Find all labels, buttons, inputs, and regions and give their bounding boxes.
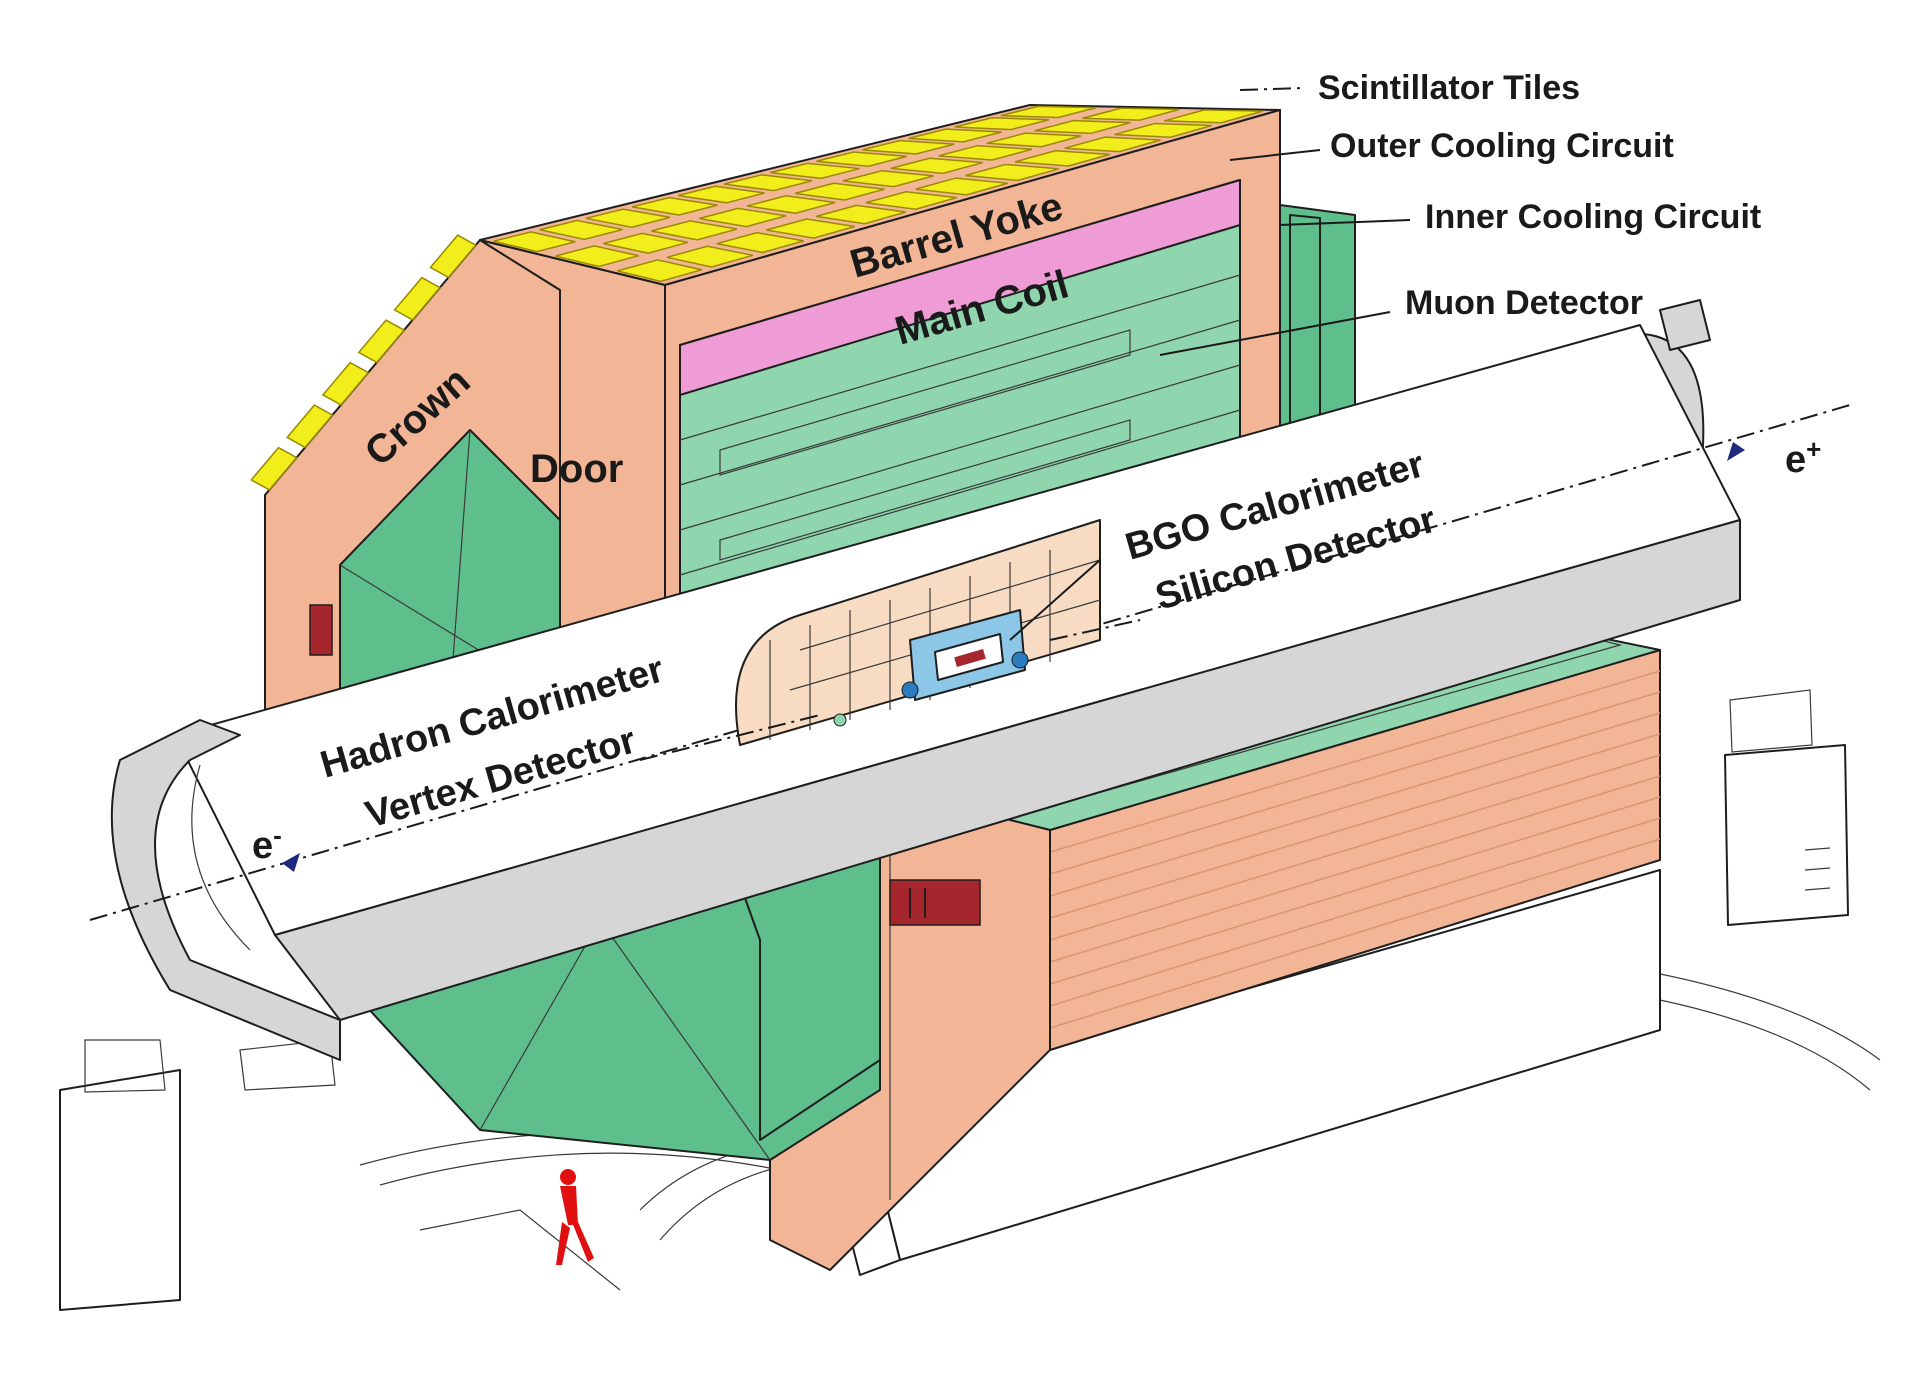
scintillator-tile xyxy=(716,231,804,254)
scintillator-tile xyxy=(603,232,688,254)
label-door: Door xyxy=(530,447,623,491)
scintillator-tile xyxy=(794,182,885,201)
beam-pipe-underside xyxy=(274,519,1741,1021)
label-muon-detector: Muon Detector xyxy=(1405,284,1643,322)
scintillator-tile xyxy=(1014,150,1110,167)
yoke-plate-stripe xyxy=(1049,775,1661,963)
beam-direction-arrow-icon xyxy=(1727,442,1745,461)
scintillator-tile xyxy=(285,404,334,449)
yoke-plate-stripe xyxy=(1049,691,1661,875)
scintillator-tile xyxy=(357,319,406,364)
yoke-plate-stripe xyxy=(1049,817,1661,1007)
upper-yoke-assembly xyxy=(264,104,1356,721)
scintillator-tile xyxy=(699,207,787,228)
scintillator-tile xyxy=(816,151,908,167)
yoke-plate-stripe xyxy=(1049,712,1661,897)
yoke-plate-stripe xyxy=(1049,733,1661,919)
scintillator-tile xyxy=(1164,109,1263,124)
label-inner-cooling-circuit: Inner Cooling Circuit xyxy=(1425,198,1761,236)
scintillator-tile xyxy=(1082,107,1180,121)
scintillator-tile xyxy=(1064,136,1161,153)
scintillator-tile xyxy=(1114,122,1212,138)
scintillator-tile xyxy=(321,361,370,406)
scintillator-tile xyxy=(865,190,957,211)
scintillator-tile xyxy=(908,128,1002,143)
scintillator-tile xyxy=(770,162,860,180)
scintillator-tile xyxy=(986,132,1082,148)
label-scintillator-tiles: Scintillator Tiles xyxy=(1318,69,1580,107)
scintillator-tile xyxy=(766,218,855,239)
leader-lines xyxy=(639,87,1411,761)
person-figure-icon xyxy=(556,1169,594,1265)
scintillator-tiles xyxy=(250,105,1263,491)
scintillator-tile xyxy=(393,276,442,321)
yoke-plate-stripe xyxy=(1049,670,1661,853)
scintillator-tile xyxy=(666,245,754,268)
floor-structure xyxy=(59,689,1881,1311)
scintillator-tile xyxy=(617,259,703,283)
scintillator-tile xyxy=(842,169,934,188)
scintillator-tile xyxy=(915,177,1008,196)
beam-direction-arrow-icon xyxy=(282,853,300,872)
yoke-plate-stripe xyxy=(1049,838,1661,1029)
crown-marker xyxy=(309,604,333,656)
left-support-ring xyxy=(110,719,341,1061)
central-calorimeter xyxy=(735,519,1101,746)
vertex-detector-core xyxy=(954,649,986,667)
scintillator-tile xyxy=(585,208,671,228)
label-positron-beam: e+ xyxy=(1785,434,1821,481)
scintillator-tile xyxy=(965,163,1059,182)
yoke-plate-stripe xyxy=(1049,796,1661,985)
scintillator-tile xyxy=(1000,105,1097,119)
label-electron-beam: e- xyxy=(252,820,282,867)
scintillator-tile xyxy=(1034,119,1131,135)
hadron-calorimeter-section xyxy=(735,519,1101,746)
scintillator-tile xyxy=(724,174,813,192)
scintillator-tile xyxy=(746,195,836,215)
lower-marker xyxy=(889,879,981,926)
scintillator-tile xyxy=(250,446,298,491)
scintillator-tile xyxy=(862,139,955,155)
scintillator-tile xyxy=(816,204,906,225)
label-outer-cooling-circuit: Outer Cooling Circuit xyxy=(1330,127,1674,165)
yoke-plate-stripe xyxy=(1049,754,1661,941)
scintillator-tile xyxy=(539,219,623,241)
scintillator-tile xyxy=(890,157,983,175)
scintillator-tile xyxy=(493,231,576,253)
scintillator-tile xyxy=(555,245,639,268)
left-support-pedestal xyxy=(59,1069,181,1311)
scintillator-tile xyxy=(938,144,1033,161)
main-coil-band xyxy=(679,179,1241,396)
scintillator-tile xyxy=(651,220,738,241)
scintillator-tile xyxy=(631,196,718,216)
scintillator-tile xyxy=(954,117,1050,131)
scintillator-tile xyxy=(429,234,477,279)
scintillator-tile xyxy=(677,185,765,204)
right-support-pedestal xyxy=(1724,744,1849,926)
